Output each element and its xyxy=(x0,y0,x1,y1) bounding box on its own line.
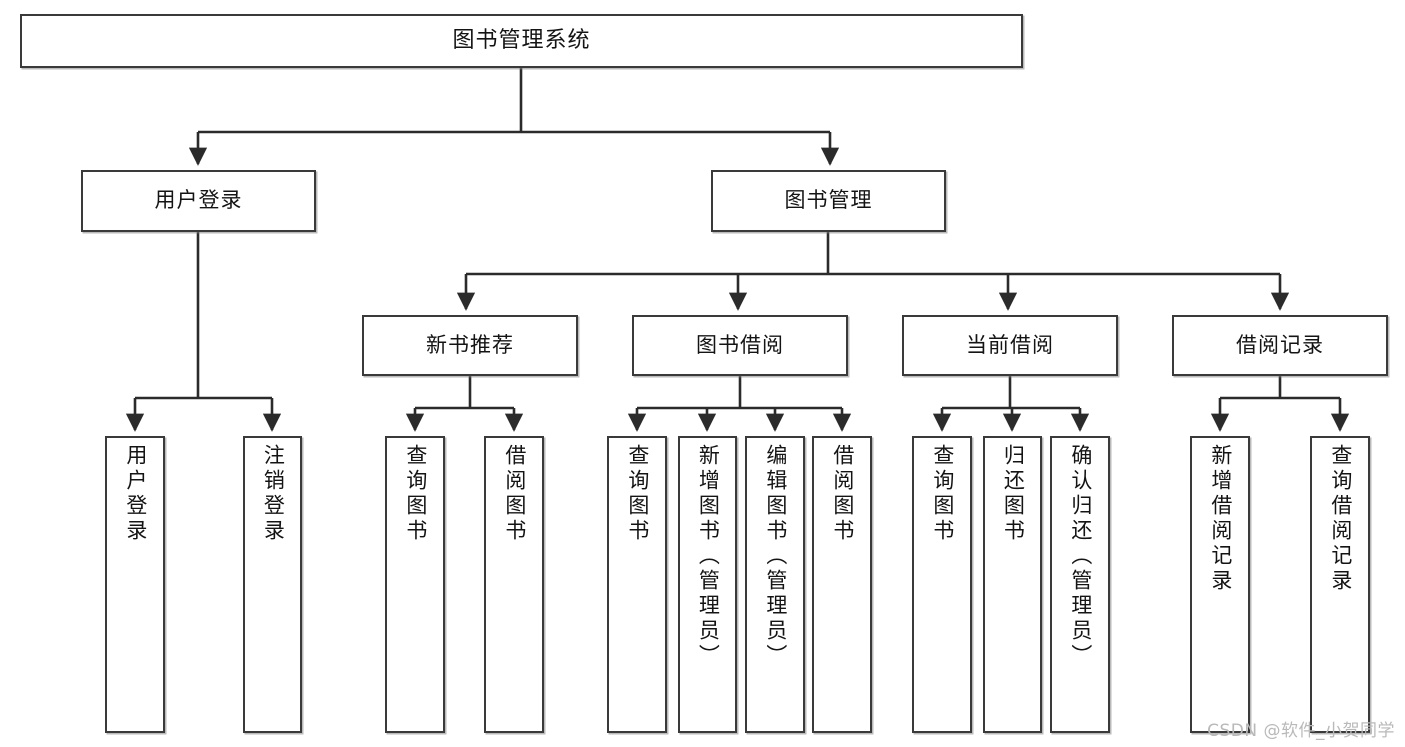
leaf-add-borrow-record[interactable]: 新增借阅记录 xyxy=(1190,436,1250,733)
node-root[interactable]: 图书管理系统 xyxy=(20,14,1023,68)
leaf-add-borrow-record-label: 新增借阅记录 xyxy=(1208,444,1233,594)
node-user-login-label: 用户登录 xyxy=(154,188,243,213)
leaf-confirm-return-admin[interactable]: 确认归还（管理员） xyxy=(1050,436,1110,733)
leaf-logout-label: 注销登录 xyxy=(261,444,286,544)
leaf-add-book-admin-label: 新增图书（管理员） xyxy=(696,444,721,669)
leaf-edit-book-admin-label: 编辑图书（管理员） xyxy=(763,444,788,669)
leaf-edit-book-admin[interactable]: 编辑图书（管理员） xyxy=(745,436,805,733)
leaf-query-borrow-record[interactable]: 查询借阅记录 xyxy=(1310,436,1370,733)
leaf-borrow-book[interactable]: 借阅图书 xyxy=(812,436,872,733)
leaf-add-book-admin[interactable]: 新增图书（管理员） xyxy=(678,436,737,733)
leaf-query-book-borrow[interactable]: 查询图书 xyxy=(607,436,667,733)
leaf-logout[interactable]: 注销登录 xyxy=(243,436,302,733)
leaf-query-borrow-record-label: 查询借阅记录 xyxy=(1328,444,1353,594)
leaf-user-login-label: 用户登录 xyxy=(123,444,148,544)
leaf-query-book-current[interactable]: 查询图书 xyxy=(912,436,972,733)
leaf-query-book-current-label: 查询图书 xyxy=(930,444,955,544)
node-book-borrow[interactable]: 图书借阅 xyxy=(632,315,848,376)
node-borrow-records[interactable]: 借阅记录 xyxy=(1172,315,1388,376)
leaf-borrow-book-newbooks-label: 借阅图书 xyxy=(502,444,527,544)
node-book-management[interactable]: 图书管理 xyxy=(711,170,946,232)
node-borrow-records-label: 借阅记录 xyxy=(1236,332,1324,357)
node-new-book-recommend[interactable]: 新书推荐 xyxy=(362,315,578,376)
node-current-borrow[interactable]: 当前借阅 xyxy=(902,315,1118,376)
node-new-book-recommend-label: 新书推荐 xyxy=(426,332,514,357)
leaf-borrow-book-label: 借阅图书 xyxy=(830,444,855,544)
leaf-query-book-borrow-label: 查询图书 xyxy=(625,444,650,544)
leaf-user-login[interactable]: 用户登录 xyxy=(105,436,165,733)
node-user-login[interactable]: 用户登录 xyxy=(81,170,316,232)
leaf-query-book-newbooks-label: 查询图书 xyxy=(403,444,428,544)
node-book-borrow-label: 图书借阅 xyxy=(696,332,784,357)
node-book-management-label: 图书管理 xyxy=(784,188,873,213)
leaf-return-book[interactable]: 归还图书 xyxy=(983,436,1042,733)
leaf-query-book-newbooks[interactable]: 查询图书 xyxy=(385,436,445,733)
node-root-label: 图书管理系统 xyxy=(452,27,591,53)
leaf-return-book-label: 归还图书 xyxy=(1001,444,1026,544)
leaf-borrow-book-newbooks[interactable]: 借阅图书 xyxy=(484,436,544,733)
leaf-confirm-return-admin-label: 确认归还（管理员） xyxy=(1068,444,1093,669)
node-current-borrow-label: 当前借阅 xyxy=(966,332,1054,357)
